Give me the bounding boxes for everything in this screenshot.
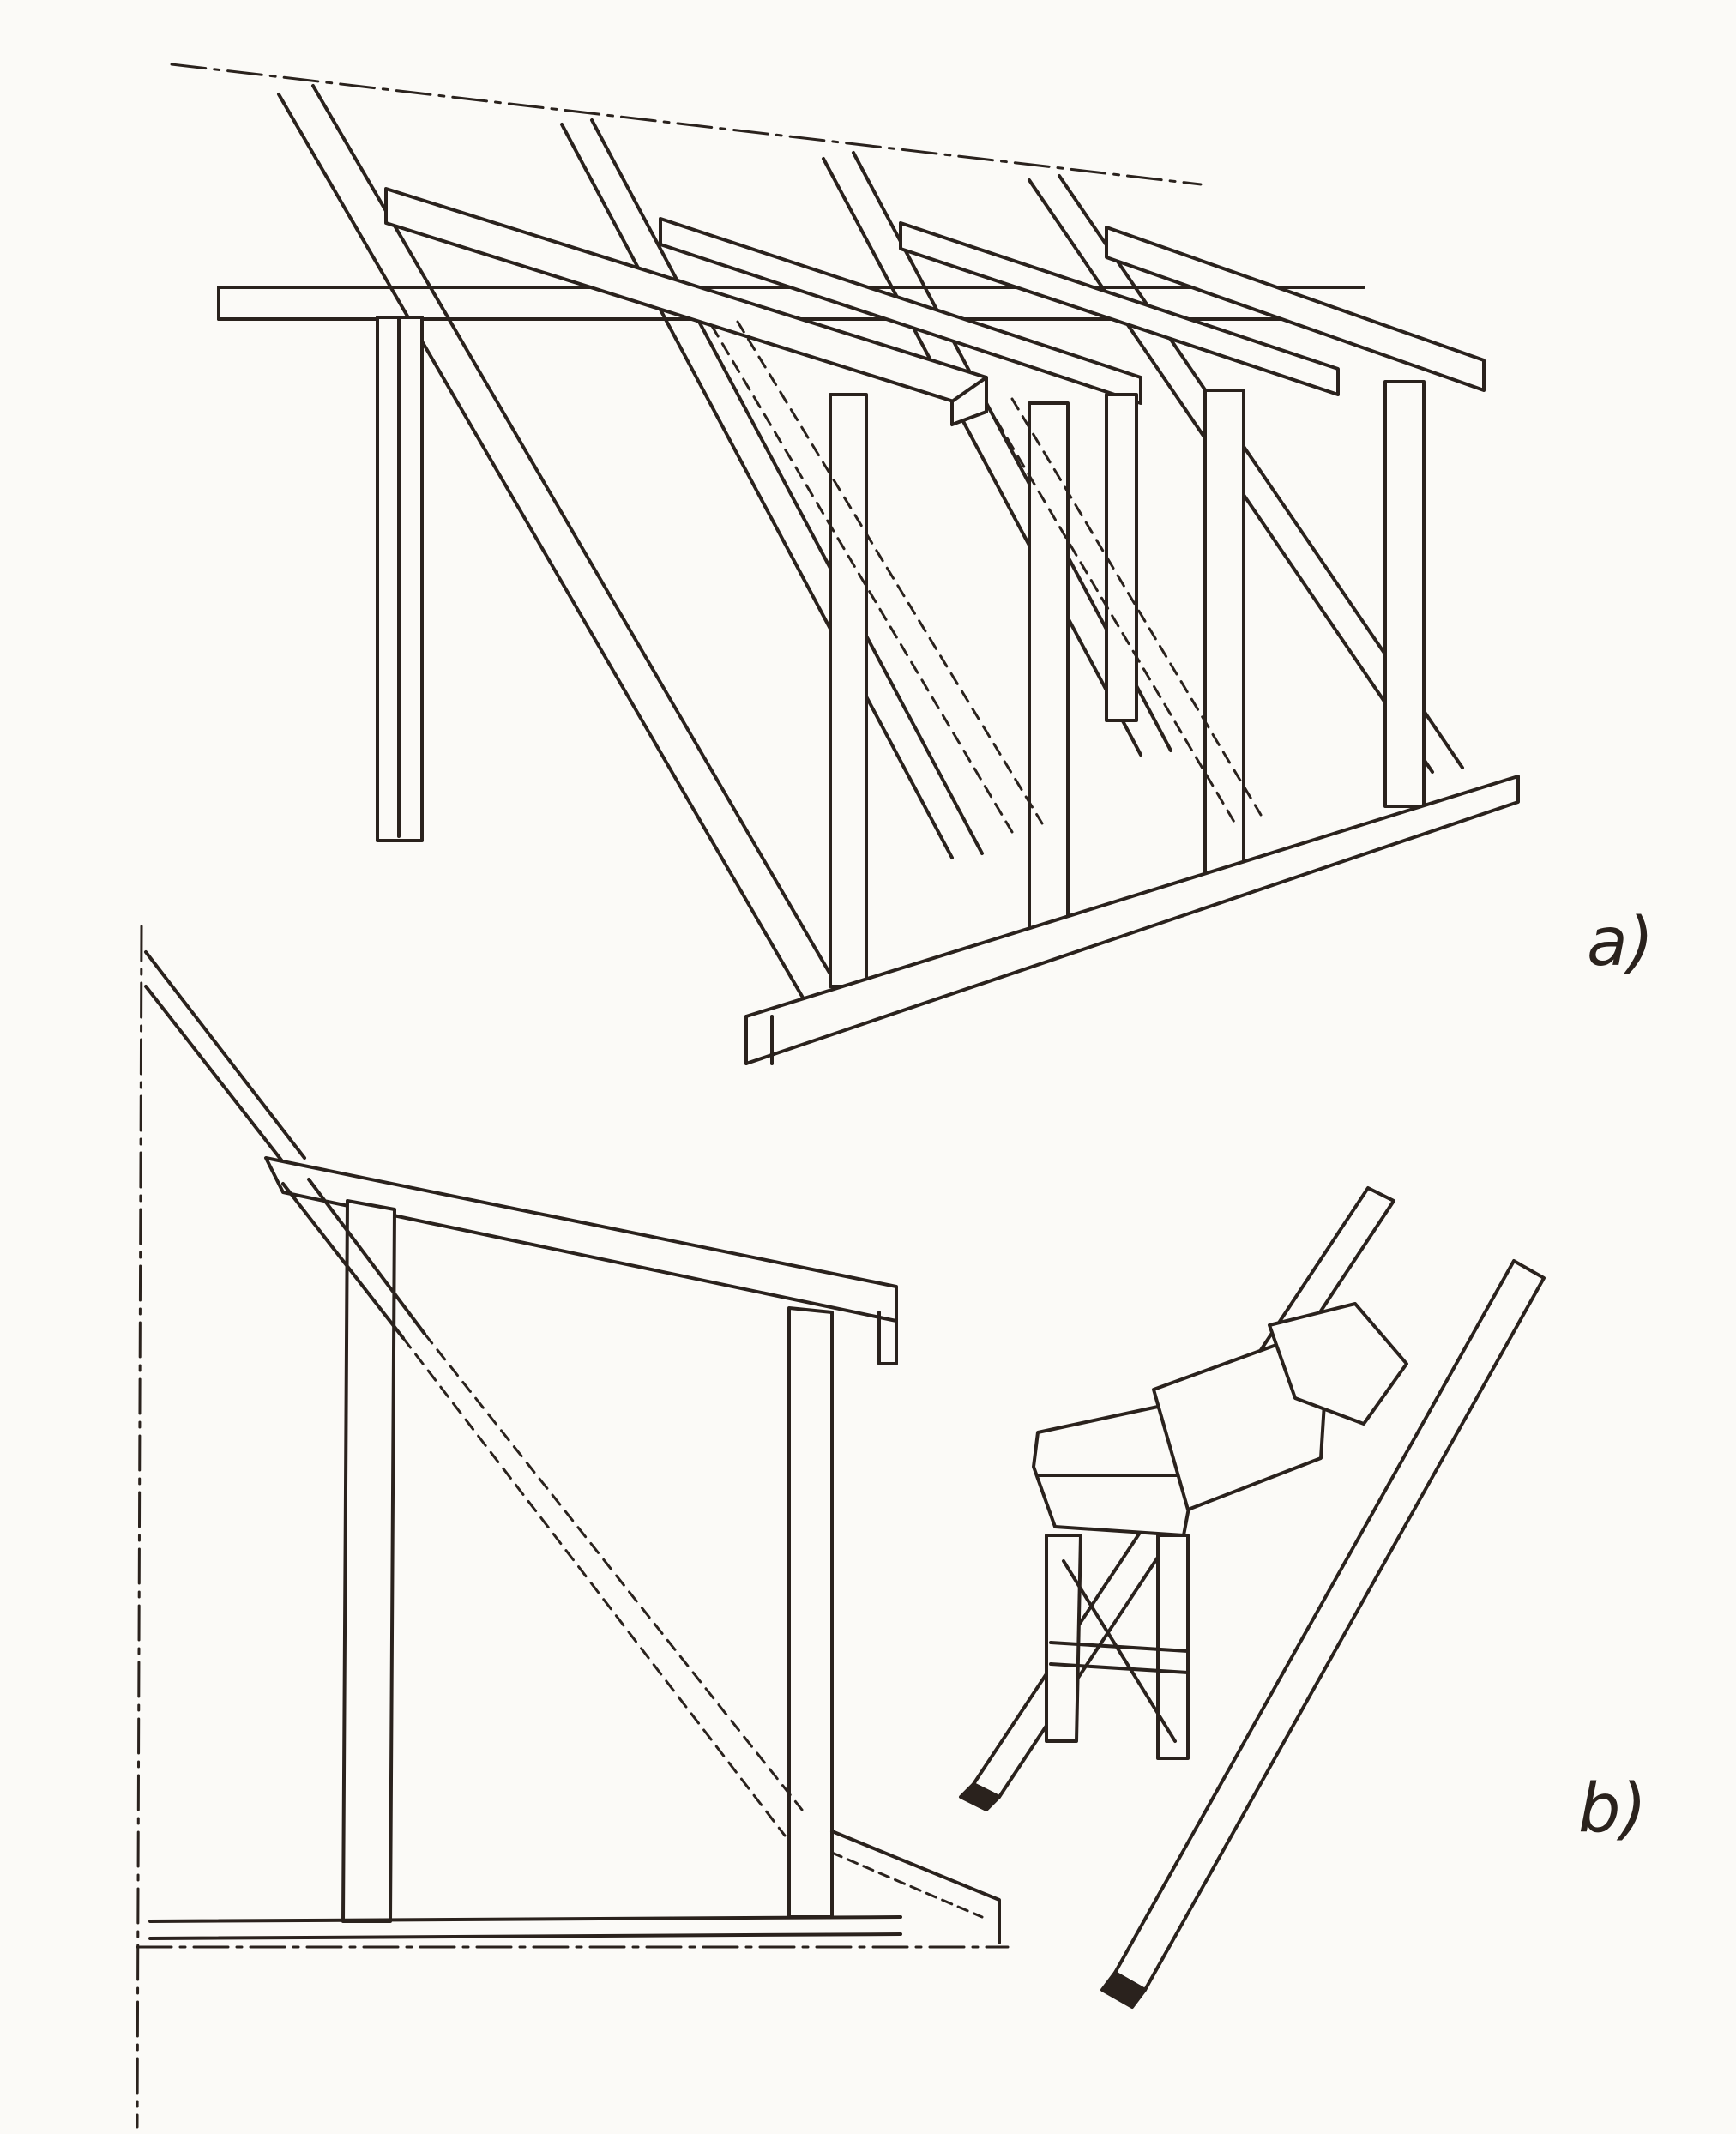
- section-post-left: [341, 1199, 396, 1923]
- post-4: [1105, 393, 1138, 722]
- section-rafter: [144, 950, 306, 1164]
- purlin-beam-4: [1105, 226, 1486, 392]
- purlin-beam-2: [659, 217, 1142, 405]
- detail-lower-frame: [1045, 1534, 1190, 1760]
- figure-label-b: b): [1578, 1770, 1647, 1848]
- rafter-2: [560, 118, 984, 859]
- bottom-sill-beam: [744, 775, 1520, 1065]
- section-sloped-beam: [264, 1156, 898, 1365]
- vertical-centerline: [136, 925, 143, 2129]
- purlin-beam-1: [384, 187, 988, 426]
- detail-rail-front: [1100, 1259, 1546, 2009]
- post-5: [1203, 389, 1245, 877]
- section-post-right: [787, 1306, 834, 1919]
- post-left: [376, 316, 424, 842]
- hidden-braces: [710, 320, 1263, 834]
- post-6: [1383, 380, 1426, 808]
- figure-a-roof-frame: [170, 63, 1520, 1065]
- figure-b-joint-detail: [959, 1186, 1546, 2009]
- rafter-1: [277, 84, 847, 1005]
- figure-b-section: [136, 925, 1010, 2129]
- section-floor-beam: [148, 1830, 1001, 1944]
- detail-bracket-block: [1032, 1302, 1408, 1537]
- purlin-beam-3: [899, 221, 1340, 396]
- roof-ridge-centerline: [170, 63, 1203, 186]
- section-diagonal-strut: [281, 1178, 804, 1837]
- figure-label-a: a): [1587, 904, 1655, 981]
